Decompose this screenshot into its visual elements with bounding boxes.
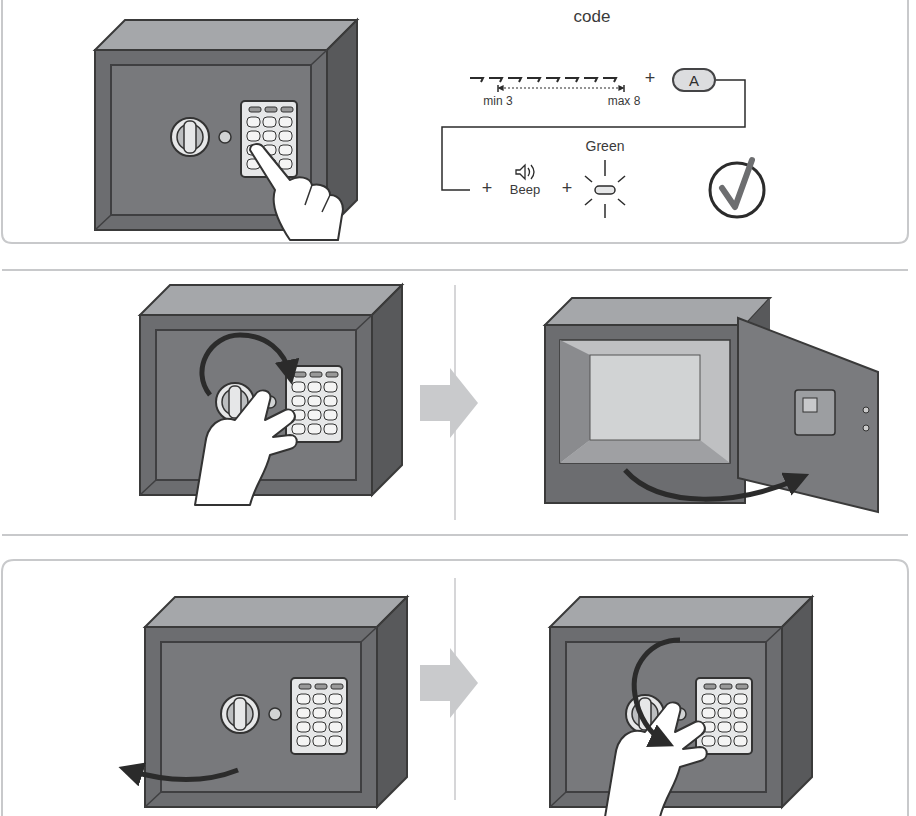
key-button: A xyxy=(672,68,716,92)
plus-sign: + xyxy=(562,179,573,199)
max-length: max 8 xyxy=(608,95,641,108)
light-color: Green xyxy=(586,139,625,154)
key-letter: A xyxy=(689,73,699,88)
min-length: min 3 xyxy=(483,95,512,108)
code-heading: code xyxy=(574,8,611,27)
plus-sign: + xyxy=(645,69,656,89)
plus-sign: + xyxy=(482,179,493,199)
beep-label: Beep xyxy=(510,183,540,197)
